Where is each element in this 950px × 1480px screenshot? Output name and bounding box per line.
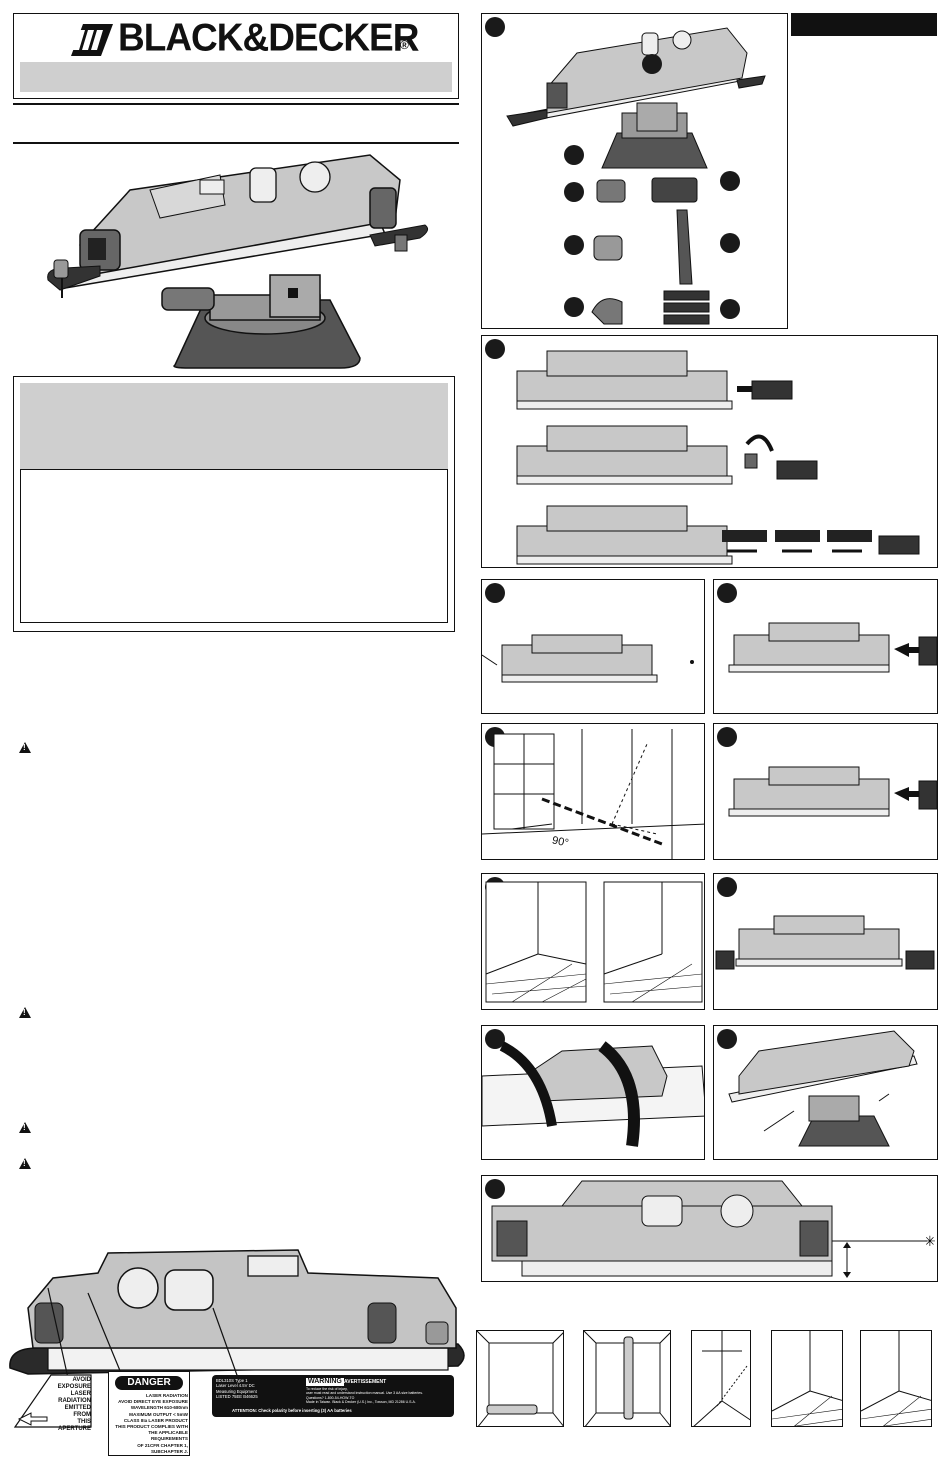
figure-number-badge [717, 583, 737, 603]
figure-number-badge [717, 877, 737, 897]
figure-panel-11: ✳ [481, 1175, 938, 1282]
part-badge [564, 182, 584, 202]
strap-on-pipe-illustration [482, 1041, 704, 1147]
figure-panel-6 [713, 723, 938, 860]
rating-attention: ATTENTION: Check polarity before inserti… [232, 1408, 352, 1413]
figure-number-badge [717, 727, 737, 747]
figure-panel-8 [713, 873, 938, 1010]
part-badge [564, 235, 584, 255]
figure-panel-3 [481, 579, 705, 714]
danger-label-title: DANGER [115, 1376, 183, 1390]
parts-illustrations [591, 177, 710, 325]
product-illustration [47, 154, 429, 369]
safety-box-inner [20, 469, 448, 623]
level-on-base-illustration [728, 1030, 918, 1147]
figure-number-badge [485, 1179, 505, 1199]
safety-box [13, 376, 455, 632]
figure-tile-2 [583, 1330, 671, 1427]
figure-tile-1 [476, 1330, 564, 1427]
language-tab [791, 13, 937, 36]
floor-tile-illustration [772, 1331, 842, 1426]
part-badge [720, 299, 740, 319]
part-badge [642, 54, 662, 74]
level-laser-illustration [482, 634, 694, 683]
figure-tile-3 [691, 1330, 751, 1427]
label-location-illustration [9, 1249, 465, 1379]
figure-number-badge [485, 17, 505, 37]
figure-parts-panel [481, 13, 788, 329]
brand-name: BLACK&DECKER [118, 15, 419, 59]
rating-warning-text: To reduce the risk of injury,user must r… [306, 1387, 423, 1405]
part-badge [564, 297, 584, 317]
part-badge [720, 233, 740, 253]
svg-text:✳: ✳ [924, 1234, 936, 1250]
figure-tile-5 [860, 1330, 932, 1427]
corner-tile-illustration [693, 1331, 750, 1426]
figure-number-badge [485, 339, 505, 359]
figure-tile-4 [771, 1330, 843, 1427]
figure-number-badge [717, 1029, 737, 1049]
level-attach-illustration [728, 766, 937, 817]
floor-tile-illustration [861, 1331, 931, 1426]
figure-battery-panel [481, 335, 938, 568]
figure-number-badge [485, 1029, 505, 1049]
safety-box-header [20, 383, 448, 469]
rating-warning-title: WARNING [306, 1378, 344, 1386]
warning-triangle-icon [19, 1122, 31, 1133]
header-title-bar [20, 62, 452, 92]
warning-triangle-icon [19, 1007, 31, 1018]
figure-number-badge [485, 583, 505, 603]
rating-warning-fr: AVERTISSEMENT [344, 1379, 387, 1385]
wall-tile-illustration [584, 1331, 670, 1426]
brand-logo-hexagon-icon [71, 24, 113, 56]
battery-install-steps [516, 350, 920, 565]
figure-panel-5: 90° [481, 723, 705, 860]
level-remove-illustration [715, 915, 935, 970]
figure-panel-10 [713, 1025, 938, 1160]
figure-panel-7 [481, 873, 705, 1010]
room-layout-illustration [482, 729, 704, 859]
wall-tile-illustration [477, 1331, 563, 1426]
divider-line [13, 142, 459, 144]
floor-layout-illustration [485, 881, 703, 1003]
warning-triangle-icon [19, 742, 31, 753]
header-logo-box: BLACK&DECKER ® [13, 13, 459, 99]
assembled-level-illustration [506, 27, 766, 169]
figure-panel-9 [481, 1025, 705, 1160]
figure-panel-4 [713, 579, 938, 714]
laser-height-illustration: ✳ [491, 1180, 936, 1278]
brand-registered-mark: ® [400, 38, 409, 52]
divider-line [13, 103, 459, 105]
part-badge [564, 145, 584, 165]
warning-triangle-icon [19, 1158, 31, 1169]
level-attach-illustration [728, 622, 937, 673]
part-badge [720, 171, 740, 191]
